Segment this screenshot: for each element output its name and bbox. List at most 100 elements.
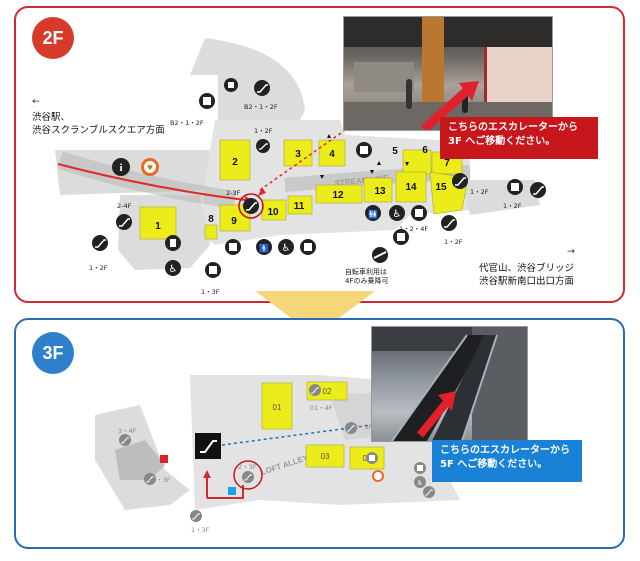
store-number-9: 9 (231, 216, 237, 227)
store-number-7: 7 (444, 158, 450, 169)
bicycle-note: 自転車利用は 4Fのみ乗降可 (345, 268, 388, 286)
store-label-01: 01 (273, 403, 282, 412)
escalator-icon (452, 173, 468, 189)
route-line-2f (57, 163, 246, 201)
elevator-icon (414, 462, 426, 474)
elevator-icon (205, 262, 221, 278)
store-number-11: 11 (294, 201, 305, 212)
escalator-icon (119, 434, 131, 446)
escalator-icon (423, 486, 435, 498)
bicycle-note-line-1: 自転車利用は (345, 268, 387, 276)
right-direction-label: 代官山、渋谷ブリッジ 渋谷駅新南口出口方面 (479, 262, 574, 288)
escalator-icon (116, 214, 132, 230)
store-number-5: 5 (392, 146, 398, 157)
nursing-room-icon (300, 239, 316, 255)
store-number-13: 13 (374, 186, 386, 197)
svg-text:♿: ♿ (417, 479, 423, 487)
floor-label: B2・1・2F (170, 119, 204, 127)
accessible-icon: ♿ (165, 260, 181, 276)
floor-label: 1・2F (89, 264, 108, 272)
accessible-icon: ♿ (414, 476, 426, 488)
accessible-icon: ♿ (389, 205, 405, 221)
nursing-room-icon (165, 235, 181, 251)
store-14 (395, 171, 427, 203)
toilet-icon (366, 452, 378, 464)
store-number-12: 12 (332, 190, 344, 201)
store-label-02: 02 (323, 387, 332, 396)
svg-text:🚻: 🚻 (368, 209, 378, 219)
map-region-north (190, 38, 305, 120)
escalator-icon (242, 471, 254, 483)
callout-3f-line-2: 5F へご移動ください。 (440, 459, 548, 470)
elevator-icon (356, 142, 372, 158)
escalator-icon (190, 510, 202, 522)
elevator-icon (507, 179, 523, 195)
floor-label: 2・3F (354, 423, 373, 431)
callout-3f: こちらのエスカレーターから 5F へご移動ください。 (432, 440, 582, 482)
floor-badge-2f: 2F (32, 17, 74, 59)
store-number-4: 4 (329, 149, 335, 160)
store-03 (305, 444, 345, 468)
floor-label: 1・2・4F (399, 225, 429, 233)
floor-label: 1・2F (254, 127, 273, 135)
floor-label: 2-3F (226, 189, 241, 197)
callout-2f-line-1: こちらのエスカレーターから (448, 122, 578, 133)
store-number-6: 6 (422, 145, 428, 156)
store-number-15: 15 (435, 182, 447, 193)
store-number-1: 1 (155, 221, 161, 232)
right-direction-line-1: 代官山、渋谷ブリッジ (479, 263, 575, 274)
floor-label: 3・4F (118, 427, 137, 435)
toilet-icon: 🚹 (256, 239, 272, 255)
left-direction-line-2: 渋谷スクランブルスクエア方面 (32, 125, 165, 136)
escalator-photo-3f (371, 326, 528, 442)
escalator-icon (254, 80, 270, 96)
toilet-icon (225, 239, 241, 255)
escalator-icon (144, 473, 156, 485)
escalator-icon (243, 198, 259, 214)
store-3 (283, 139, 313, 167)
floor-label: 1・2F (503, 202, 522, 210)
callout-2f-line-2: 3F へご移動ください。 (448, 136, 556, 147)
store-number-3: 3 (295, 149, 301, 160)
elevator-icon (199, 93, 215, 109)
bicycle-note-line-2: 4Fのみ乗降可 (345, 277, 389, 285)
floor-label: 2・3F (238, 463, 257, 471)
escalator-photo-2f (343, 16, 553, 131)
store-01 (261, 382, 293, 430)
floor-label: 2-4F (117, 202, 132, 210)
floor-label: B2・1・2F (244, 103, 278, 111)
svg-text:♿: ♿ (393, 209, 402, 220)
svg-text:♿: ♿ (282, 243, 291, 254)
floor-label: 01・4F (310, 404, 333, 412)
toilet-icon: 🚻 (365, 205, 381, 221)
callout-3f-line-1: こちらのエスカレーターから (440, 445, 570, 456)
escalator-icon (530, 182, 546, 198)
escalator-icon (92, 235, 108, 251)
left-direction-line-1: 渋谷駅、 (32, 112, 71, 123)
heart-icon: ♥ (141, 158, 159, 176)
svg-text:i: i (119, 162, 122, 174)
store-1 (139, 206, 177, 240)
floor-label: 1・2F (444, 238, 463, 246)
floor-label: 2・3F (152, 476, 171, 484)
store-11 (287, 195, 313, 215)
right-direction-line-2: 渋谷駅新南口出口方面 (479, 276, 575, 287)
info-icon: i (112, 158, 130, 176)
left-arrow-icon: ← (32, 96, 40, 107)
heart-icon (372, 470, 384, 482)
svg-text:🚹: 🚹 (259, 243, 269, 253)
floor-label: 1・3F (191, 526, 210, 534)
store-2 (219, 139, 251, 181)
bicycle-parking-icon (372, 247, 388, 263)
nursing-room-icon (411, 205, 427, 221)
floor-badge-3f: 3F (32, 332, 74, 374)
svg-text:♿: ♿ (169, 264, 178, 275)
escalator-icon (309, 384, 321, 396)
svg-text:♥: ♥ (147, 164, 153, 172)
store-number-10: 10 (267, 207, 279, 218)
floor-label: 1・2F (470, 188, 489, 196)
escalator-icon (441, 215, 457, 231)
store-4 (318, 139, 346, 167)
accessible-icon: ♿ (278, 239, 294, 255)
